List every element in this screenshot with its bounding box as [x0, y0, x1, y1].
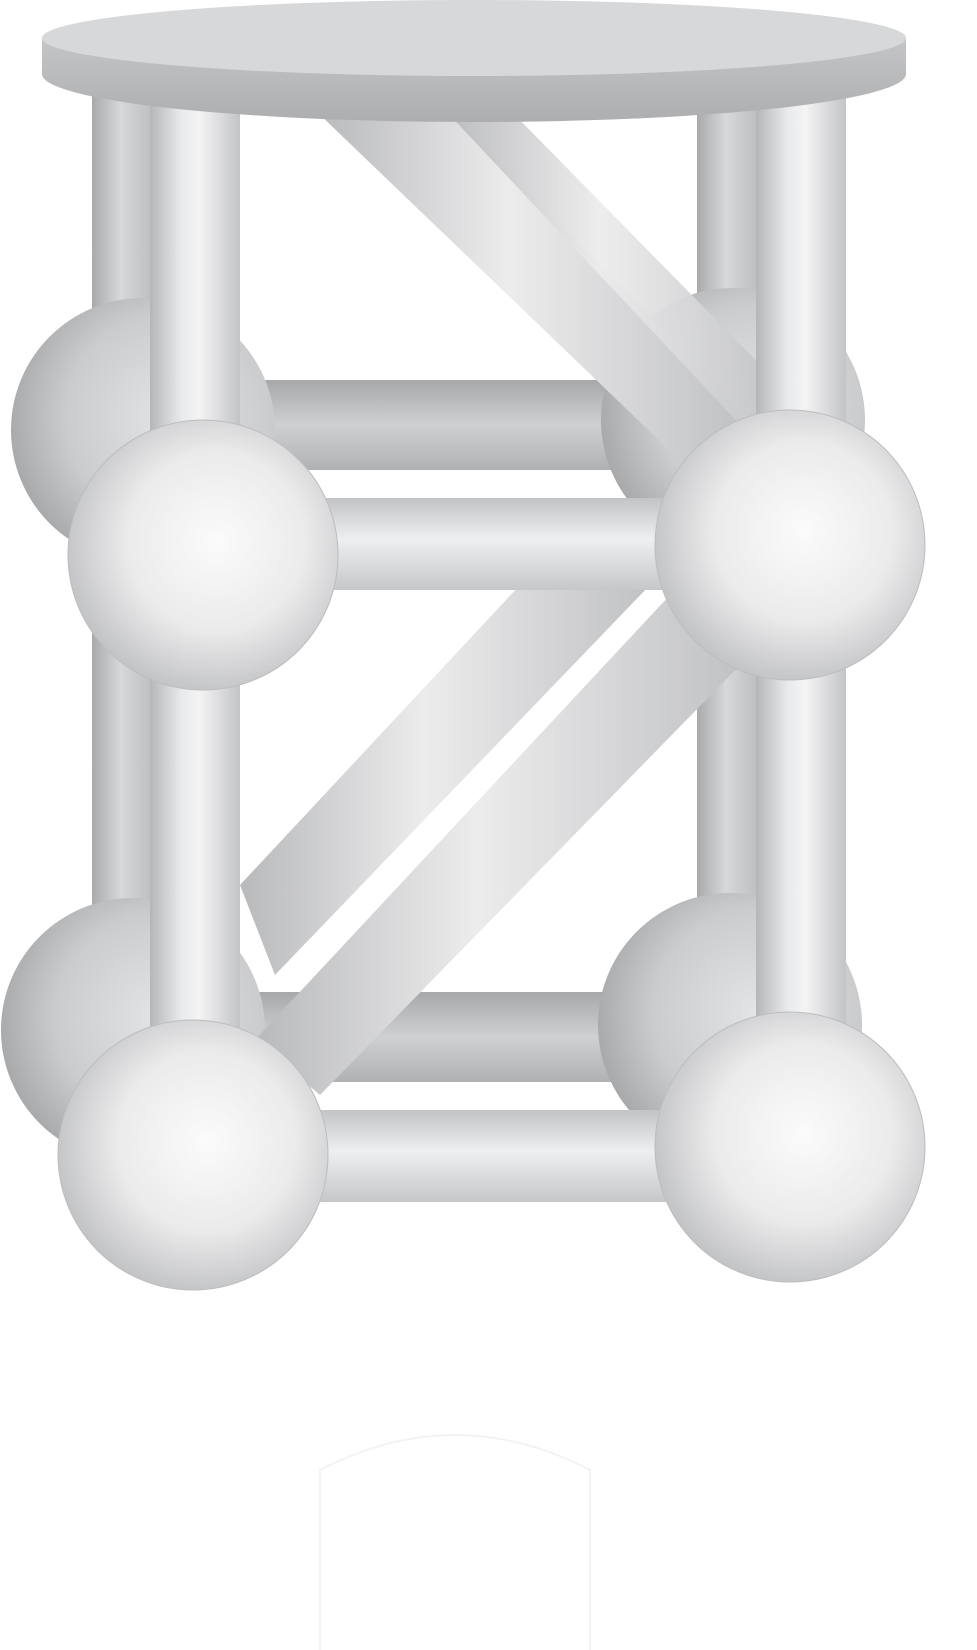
lower-diagonal-front: [255, 595, 745, 1095]
front-lower-rail: [300, 1110, 700, 1202]
seat-top: [42, 0, 906, 76]
upper-diagonal-back: [315, 110, 745, 470]
front-lower-right-sphere: [654, 1011, 926, 1283]
lower-diagonal-back: [240, 585, 650, 975]
faint-ghost-outline: [319, 1434, 591, 1650]
upper-diagonal-front: [445, 110, 790, 430]
front-upper-rail: [300, 498, 700, 590]
seat-disc: [42, 0, 906, 122]
front-upper-left-sphere: [67, 419, 339, 691]
front-lower-left-sphere: [57, 1019, 329, 1291]
front-upper-right-sphere: [654, 409, 926, 681]
